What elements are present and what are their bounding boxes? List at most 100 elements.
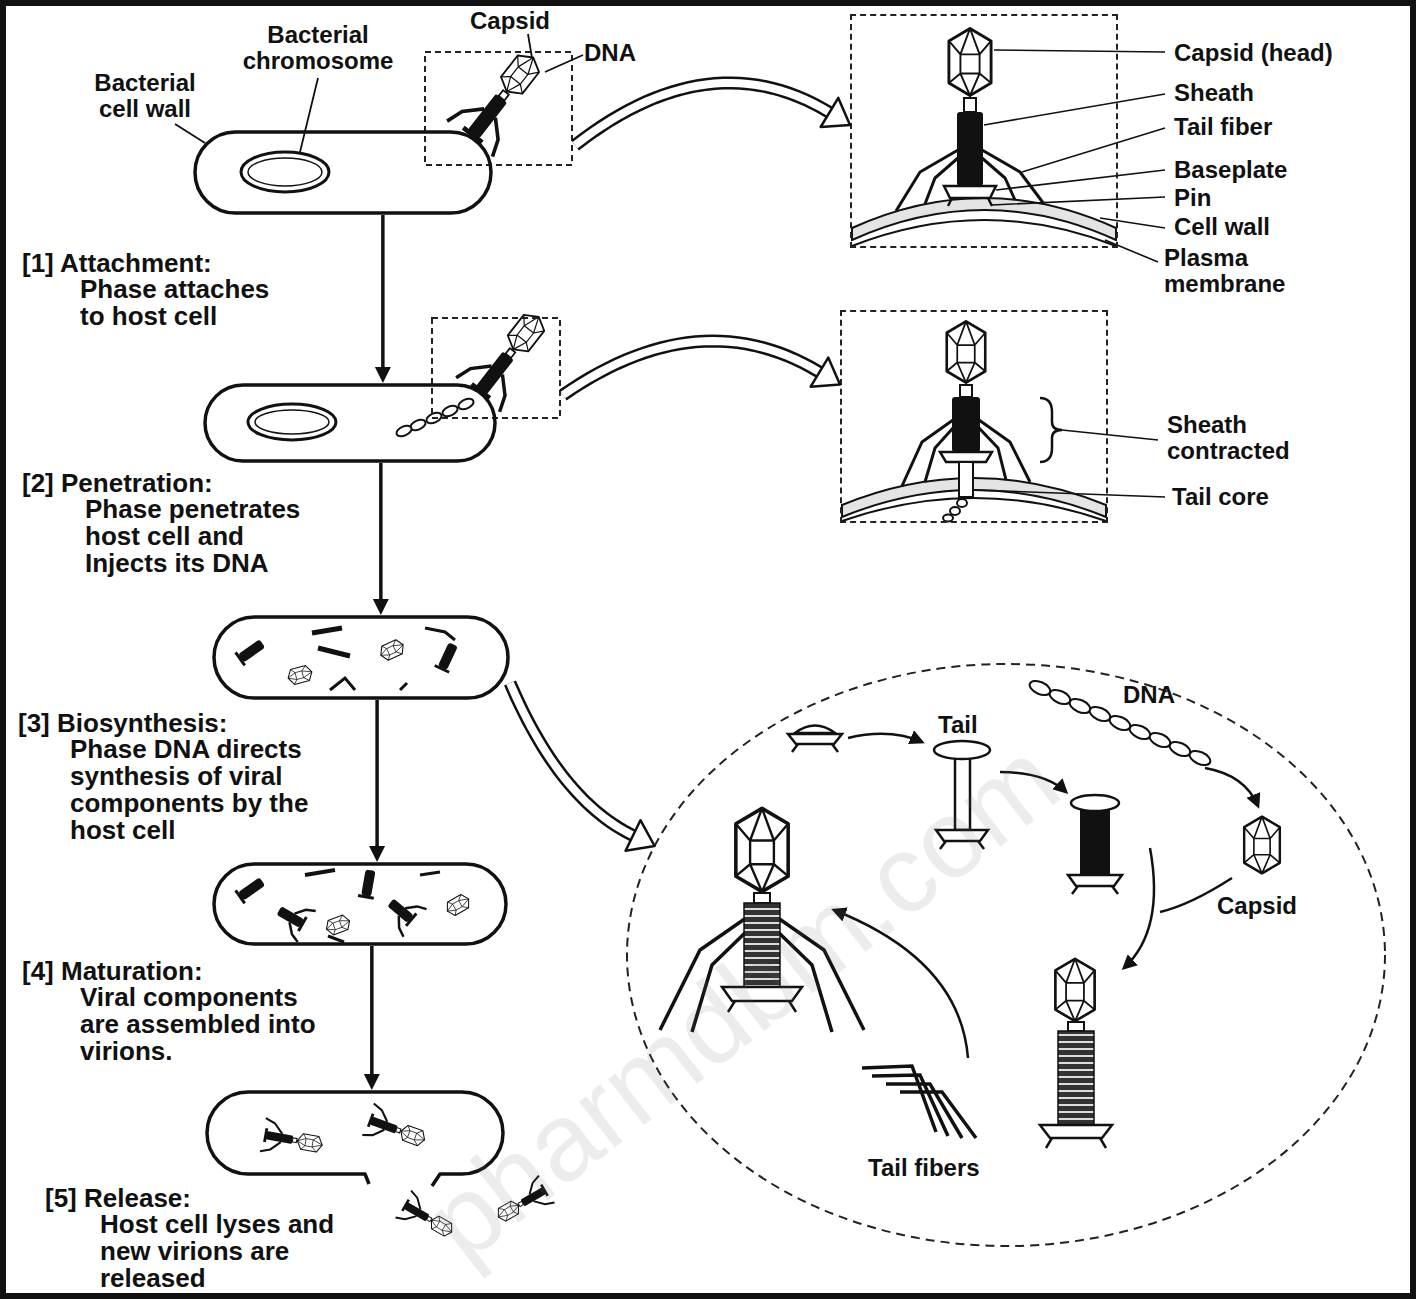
- arrow-outline: [510, 683, 633, 835]
- capsid-piece: [324, 914, 352, 937]
- arrow-head: [811, 358, 840, 387]
- collar: [754, 893, 770, 903]
- part-label: Capsid: [470, 8, 550, 34]
- pin: [948, 198, 992, 206]
- sheath: [952, 397, 980, 452]
- tail-core: [959, 462, 973, 497]
- arrow-body: [575, 83, 829, 145]
- cell-outline: [212, 862, 508, 946]
- image-frame: [3, 3, 1413, 1296]
- bacterial-cell: [3] Biosynthesis:Phase DNA directs synth…: [212, 615, 510, 700]
- tail-disc: [1071, 795, 1119, 811]
- dna-link: [1068, 696, 1093, 716]
- arrow-head: [373, 599, 389, 615]
- pin: [1046, 1138, 1106, 1148]
- bacterial-chromosome: [241, 152, 329, 192]
- zoom-arrow: [563, 341, 840, 395]
- fiber-piece: [328, 872, 440, 942]
- fiber-piece: [330, 628, 455, 690]
- baseplate: [1040, 1125, 1112, 1138]
- cell-outline: [214, 864, 506, 944]
- part-label: Baseplate: [1174, 157, 1287, 183]
- sheath: [1080, 809, 1110, 875]
- step-heading: [1] Attachment:: [22, 250, 212, 277]
- arrow-shaft: [375, 700, 379, 846]
- bacterial-cell: [1] Attachment:Phase attaches to host ce…: [193, 130, 575, 215]
- capsid-piece: [378, 638, 407, 662]
- bacteriophage: [456, 300, 560, 412]
- bacteriophage: [362, 1103, 430, 1155]
- tail-assembly: [379, 889, 427, 937]
- watermark: pharmdbm.com: [404, 717, 1080, 1282]
- bacteriophage: [447, 40, 556, 157]
- sheath: [1058, 1031, 1094, 1125]
- cell-outline: [193, 130, 575, 215]
- part-label: Tail core: [1172, 484, 1269, 510]
- step-heading: [3] Biosynthesis:: [18, 710, 228, 737]
- tail-piece: [358, 869, 378, 898]
- arrow-outline: [563, 341, 819, 395]
- capsid-piece: [443, 892, 472, 918]
- collar: [960, 385, 972, 397]
- fiber-piece: [312, 628, 350, 656]
- leader-line: [975, 430, 1165, 497]
- step-description: Phase penetrates host cell and Injects i…: [85, 496, 325, 577]
- sheath: [957, 112, 983, 186]
- capsid: [1055, 959, 1094, 1021]
- baseplate: [944, 186, 996, 198]
- part-label: Bacterial cell wall: [80, 70, 210, 122]
- arrow-body: [510, 683, 633, 835]
- arrow-head: [375, 367, 391, 383]
- component-label: Capsid: [1217, 893, 1297, 919]
- part-label: Sheath: [1174, 80, 1254, 106]
- bacterial-chromosome: [248, 158, 322, 186]
- zoom-inset: Sheath contractedTail core: [840, 310, 1108, 523]
- pin: [1072, 886, 1118, 894]
- arrow-outline: [575, 83, 829, 145]
- arrow-body: [563, 341, 819, 395]
- assembly-arrow: [848, 734, 922, 742]
- viral-dna: [1028, 678, 1213, 768]
- tail-piece: [236, 637, 267, 666]
- step-description: Viral components are assembled into viri…: [80, 984, 330, 1065]
- part-label: Pin: [1174, 185, 1211, 211]
- part-label: DNA: [584, 40, 636, 66]
- collar: [964, 98, 976, 112]
- baseplate: [1068, 875, 1122, 886]
- step-description: Phase DNA directs synthesis of viral com…: [70, 736, 330, 844]
- dna-link: [943, 515, 953, 522]
- dna-link: [395, 424, 413, 439]
- step-heading: [2] Penetration:: [22, 470, 213, 497]
- zoom-frame: [432, 318, 560, 418]
- arrow-shaft: [381, 215, 385, 367]
- dna-link: [1128, 722, 1153, 742]
- plasma-membrane: [842, 498, 1106, 521]
- step-description: Host cell lyses and new virions are rele…: [100, 1211, 360, 1292]
- tail-piece: [236, 875, 267, 904]
- dna-link: [441, 404, 459, 419]
- tail-piece: [435, 641, 461, 672]
- assembly-arrow: [1205, 768, 1258, 806]
- dna-link: [1188, 748, 1213, 768]
- capsid: [1244, 817, 1280, 874]
- zoom-inset: Capsid (head)SheathTail fiberBaseplatePi…: [850, 14, 1118, 248]
- step-arrow: [369, 700, 385, 862]
- baseplate: [795, 726, 835, 734]
- part-label: Tail fiber: [1174, 114, 1272, 140]
- arrow-head: [821, 98, 850, 127]
- dna-link: [957, 499, 967, 507]
- part-label: Capsid (head): [1174, 40, 1333, 66]
- step-heading: [4] Maturation:: [22, 958, 203, 985]
- bracket: [1040, 398, 1062, 462]
- zoom-arrow: [510, 683, 655, 851]
- plasma-membrane: [852, 220, 1116, 246]
- component-label: Tail fibers: [868, 1155, 980, 1181]
- bacterial-cell: [4] Maturation:Viral components are asse…: [212, 862, 508, 946]
- part-label: Plasma membrane: [1164, 245, 1314, 297]
- tail-fiber: [862, 1066, 976, 1138]
- cell-outline: [212, 615, 510, 700]
- assembly-arrow: [1124, 848, 1154, 968]
